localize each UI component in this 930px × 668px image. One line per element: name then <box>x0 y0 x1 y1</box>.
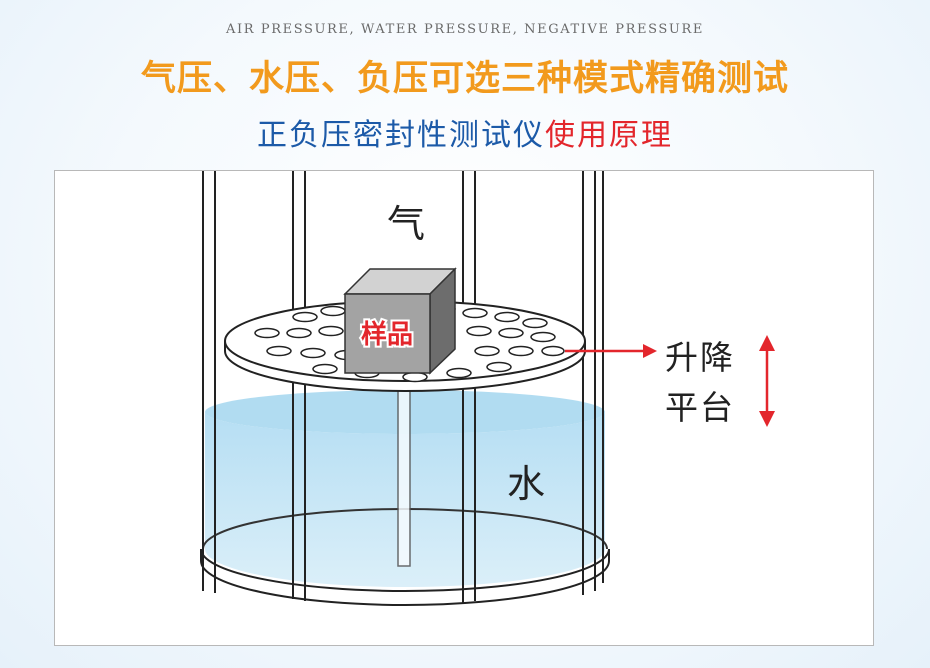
platform-label-line2: 平台 <box>665 388 735 427</box>
sample-label: 样品 <box>361 319 413 350</box>
water-label: 水 <box>507 462 545 506</box>
support-rod <box>397 380 411 567</box>
headline: 气压、水压、负压可选三种模式精确测试 <box>140 59 789 99</box>
diagram-svg: 样品 气 水 升降 平台 <box>200 171 775 606</box>
principle-diagram: 样品 气 水 升降 平台 <box>54 170 874 646</box>
sample-cube <box>343 267 457 375</box>
up-down-arrow-icon <box>759 335 775 427</box>
platform-label-line1: 升降 <box>665 338 735 377</box>
subtitle-principle: 使用原理 <box>545 118 673 153</box>
subtitle-device-name: 正负压密封性测试仪 <box>257 118 545 153</box>
pointer-arrow-head <box>643 344 657 358</box>
english-caption: AIR PRESSURE, WATER PRESSURE, NEGATIVE P… <box>226 22 704 37</box>
subtitle: 正负压密封性测试仪使用原理 <box>0 110 930 154</box>
platform-holes <box>254 303 565 383</box>
air-label: 气 <box>387 202 425 246</box>
container-bottom-front <box>200 548 610 592</box>
